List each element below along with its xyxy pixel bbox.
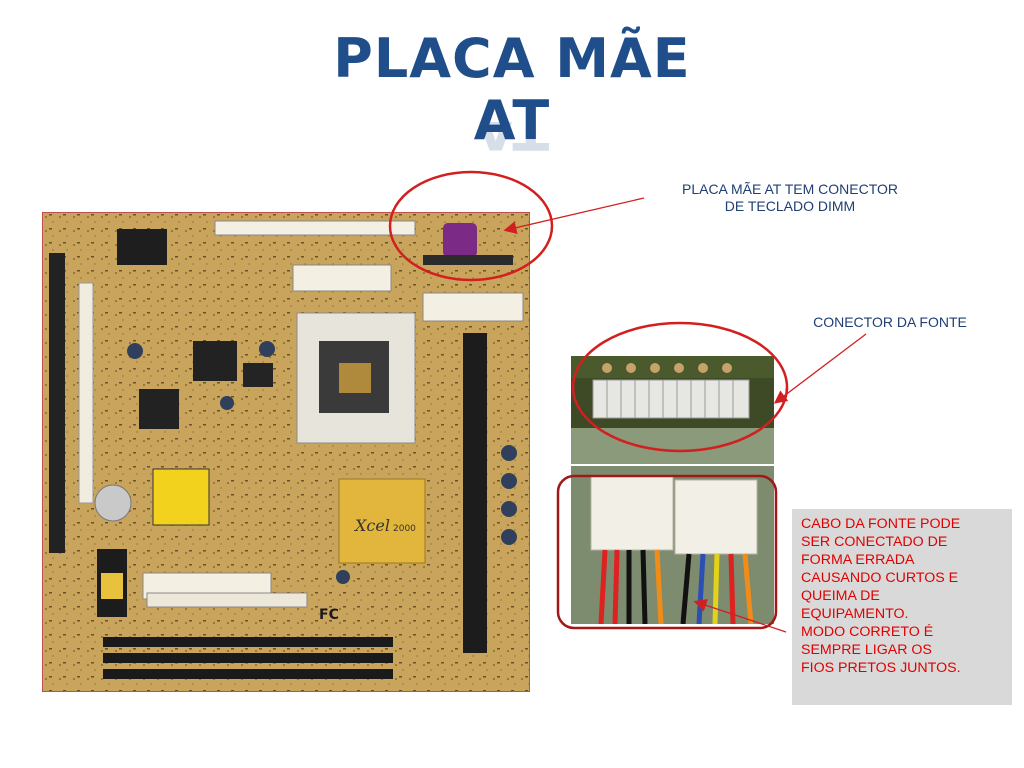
- slide-title-line-2: AT: [473, 89, 551, 152]
- warning-line: FORMA ERRADA: [801, 552, 915, 568]
- chipset-label: Xcel: [353, 516, 390, 535]
- warning-line: EQUIPAMENTO.: [801, 606, 909, 622]
- chipset-model: 2000: [393, 524, 416, 534]
- keyboard-connector-callout: PLACA MÃE AT TEM CONECTOR DE TECLADO DIM…: [640, 181, 940, 215]
- warning-line: QUEIMA DE: [801, 588, 880, 604]
- power-cable-image: [571, 466, 774, 624]
- keyboard-callout-line-2: DE TECLADO DIMM: [724, 198, 856, 214]
- power-connector-image: [571, 356, 774, 464]
- warning-line: SEMPRE LIGAR OS: [801, 642, 932, 658]
- warning-line: CABO DA FONTE PODE: [801, 516, 961, 532]
- slide-title: PLACA MÃE AT: [262, 28, 762, 152]
- power-connector-callout: CONECTOR DA FONTE: [813, 314, 967, 330]
- motherboard-image: Xcel 2000 FC: [42, 212, 530, 692]
- slide-title-line-1: PLACA MÃE: [333, 27, 691, 90]
- keyboard-callout-line-1: PLACA MÃE AT TEM CONECTOR: [681, 181, 898, 197]
- warning-line: MODO CORRETO É: [801, 624, 934, 640]
- warning-line: SER CONECTADO DE: [801, 534, 948, 550]
- warning-box: CABO DA FONTE PODE SER CONECTADO DE FORM…: [792, 509, 1012, 705]
- warning-line: FIOS PRETOS JUNTOS.: [801, 660, 961, 676]
- warning-line: CAUSANDO CURTOS E: [801, 570, 959, 586]
- power-callout-arrow: [773, 333, 867, 404]
- fcc-mark: FC: [319, 607, 339, 623]
